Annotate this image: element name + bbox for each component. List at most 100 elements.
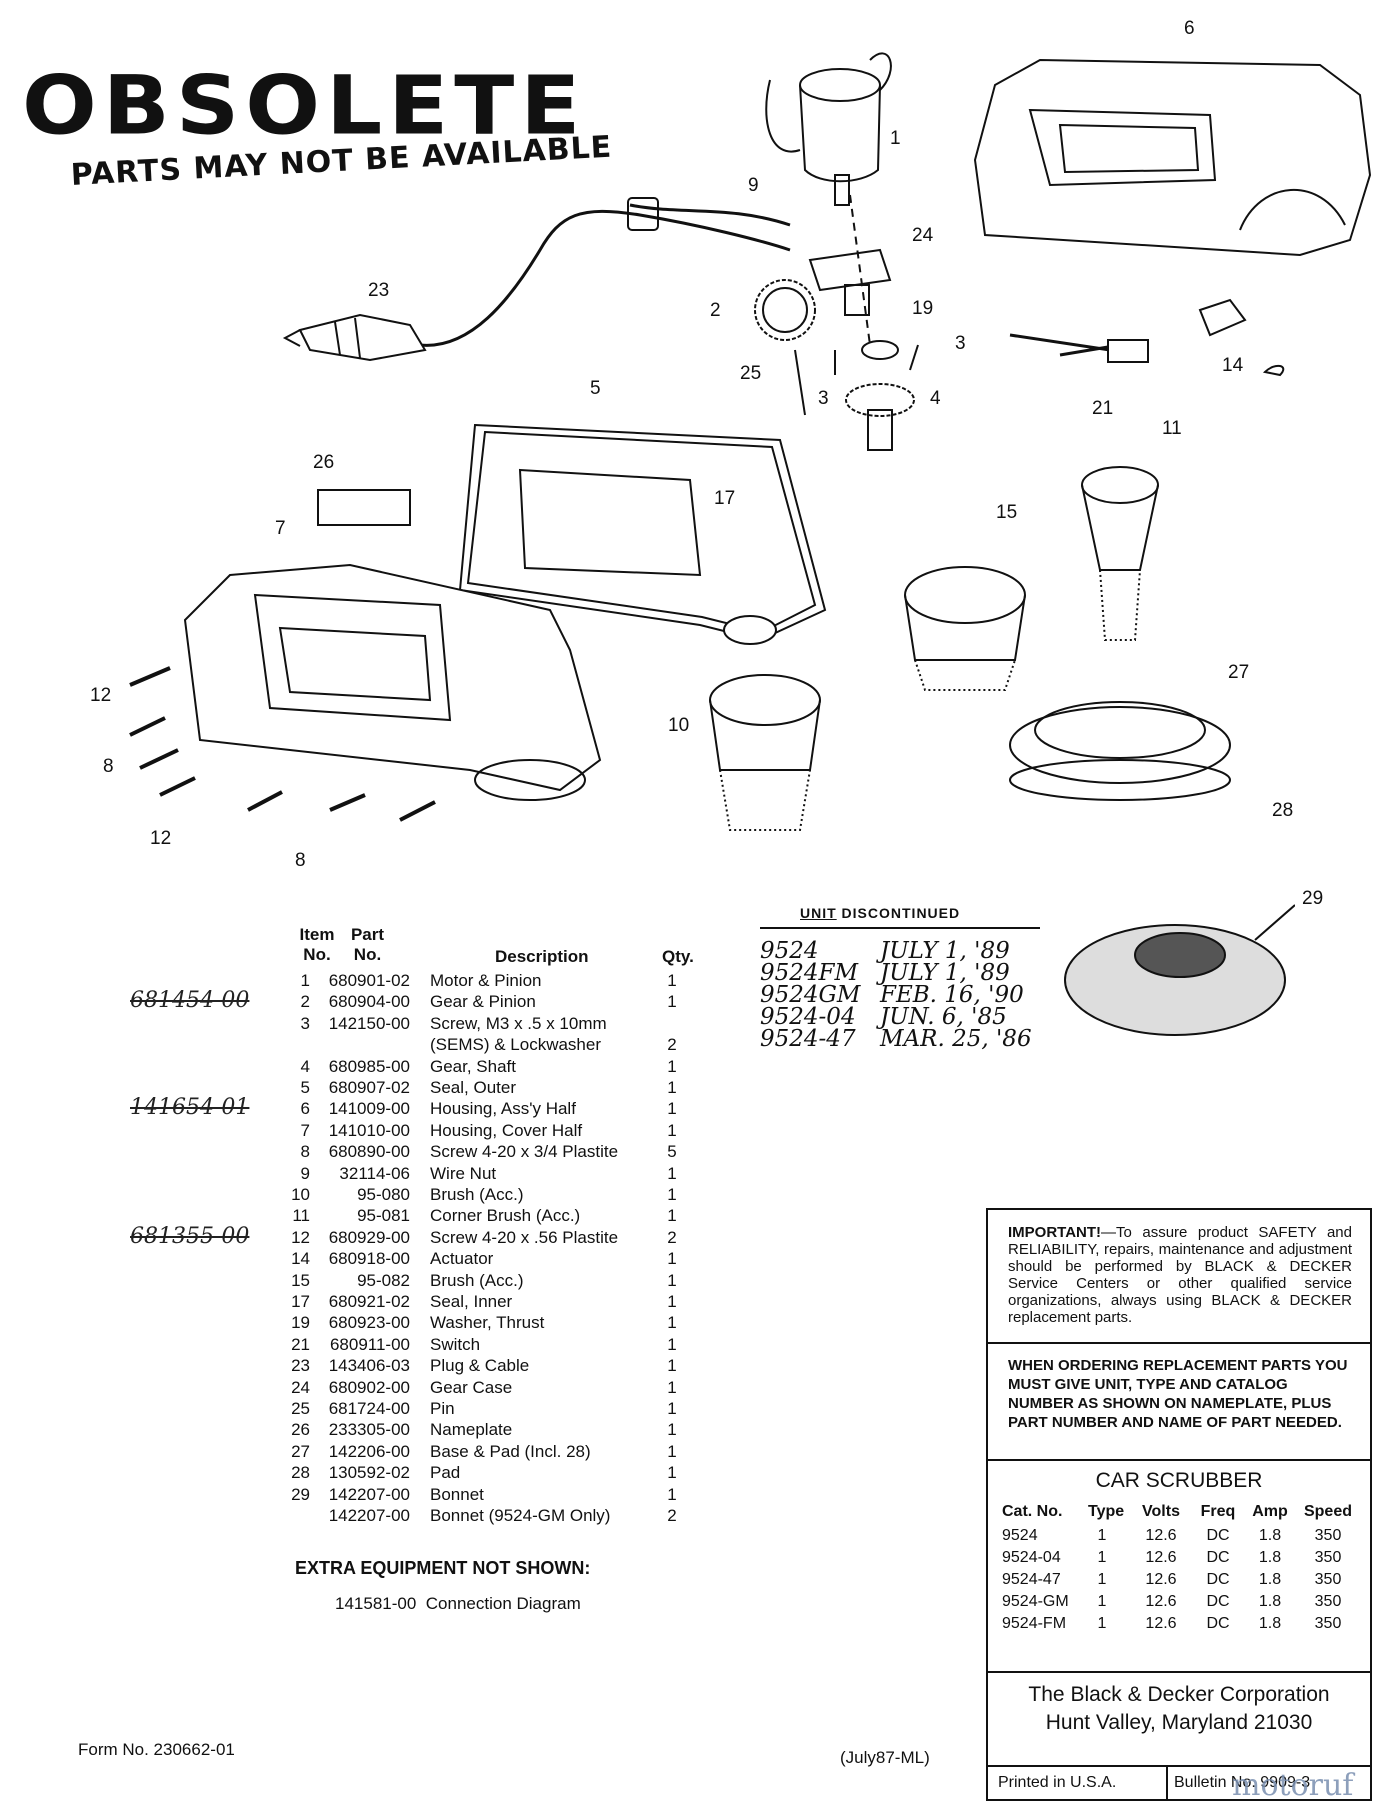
parts-item-no: 6: [300, 1099, 310, 1119]
corporation-box: The Black & Decker Corporation Hunt Vall…: [986, 1671, 1372, 1767]
parts-row: 3 142150-00 Screw, M3 x .5 x 10mm: [270, 1014, 710, 1036]
parts-description: (SEMS) & Lockwasher: [430, 1035, 601, 1055]
handwritten-replacement-part: 141654-01: [130, 1095, 250, 1121]
spec-speed: 350: [1314, 1549, 1342, 1566]
spec-volts: 12.6: [1145, 1549, 1177, 1566]
discontinued-date: JUN. 6, '85: [880, 1004, 1007, 1030]
plug-and-cable-drawing: [282, 197, 791, 362]
parts-qty: 1: [667, 1463, 677, 1483]
switch-drawing: [1009, 298, 1285, 377]
parts-description: Pin: [430, 1399, 455, 1418]
parts-item-no: 3: [300, 1013, 310, 1033]
parts-qty: 1: [667, 1399, 677, 1418]
parts-item-no: 11: [292, 1206, 310, 1226]
callout-15: 15: [996, 502, 1018, 523]
parts-part-no: 681724-00: [328, 1399, 410, 1418]
parts-item-no: 4: [300, 1056, 310, 1076]
callout-24: 24: [912, 225, 934, 246]
parts-item-no: 5: [300, 1078, 310, 1097]
spec-volts: 12.6: [1145, 1571, 1177, 1588]
parts-qty: 1: [667, 1099, 677, 1119]
corporation-name: The Black & Decker Corporation: [1028, 1683, 1330, 1706]
parts-item-no: 19: [291, 1313, 310, 1333]
spec-type: 1: [1097, 1615, 1107, 1632]
parts-qty: 1: [667, 1484, 677, 1504]
callout-12a: 12: [90, 685, 112, 706]
housing-half-drawing: [973, 58, 1372, 257]
callout-3b: 3: [818, 388, 829, 409]
important-lead: IMPORTANT!: [1008, 1224, 1102, 1241]
parts-part-no: 233305-00: [328, 1420, 410, 1440]
handwritten-replacement-part: 681454-00: [130, 988, 250, 1014]
parts-item-no: 15: [291, 1270, 310, 1290]
callout-28: 28: [1272, 800, 1294, 821]
callout-5: 5: [590, 378, 601, 399]
spec-header-speed: Speed: [1303, 1503, 1352, 1520]
parts-qty: 5: [667, 1142, 677, 1162]
header-part-no: Part No.: [350, 925, 385, 964]
parts-description: Bonnet: [430, 1484, 484, 1504]
spec-volts: 12.6: [1145, 1527, 1177, 1544]
parts-qty: 2: [667, 1506, 677, 1525]
callout-27: 27: [1228, 662, 1250, 683]
parts-part-no: 142150-00: [328, 1013, 410, 1033]
parts-part-no: 680923-00: [328, 1313, 410, 1333]
important-notice-box: IMPORTANT!—To assure product SAFETY and …: [986, 1208, 1372, 1344]
extra-equipment-item: 141581-00 Connection Diagram: [335, 1594, 581, 1614]
corporation-address: Hunt Valley, Maryland 21030: [1045, 1711, 1313, 1734]
parts-item-no: 27: [291, 1441, 310, 1461]
callout-14: 14: [1222, 355, 1244, 376]
spec-cat: 9524-FM: [1002, 1615, 1067, 1632]
parts-description: Corner Brush (Acc.): [430, 1206, 581, 1226]
parts-qty: 1: [667, 1249, 677, 1269]
parts-description: Gear Case: [430, 1377, 513, 1397]
brushes-drawing: [709, 466, 1231, 831]
spec-type: 1: [1097, 1549, 1107, 1566]
parts-item-no: 7: [300, 1120, 310, 1140]
parts-qty: 1: [667, 1313, 677, 1333]
bulletin-number: Bulletin No. 9909-3: [1174, 1774, 1311, 1791]
callout-2: 2: [710, 300, 721, 321]
spec-cat: 9524-GM: [1002, 1593, 1069, 1610]
parts-part-no: 680890-00: [328, 1142, 410, 1162]
parts-description: Screw 4-20 x .56 Plastite: [430, 1227, 619, 1247]
header-qty: Qty.: [662, 947, 694, 966]
spec-freq: DC: [1206, 1549, 1230, 1566]
parts-description: Brush (Acc.): [430, 1185, 524, 1204]
parts-qty: 1: [667, 1334, 677, 1354]
callout-4: 4: [930, 388, 941, 409]
parts-description: Gear, Shaft: [430, 1056, 516, 1076]
parts-description: Wire Nut: [430, 1163, 497, 1183]
spec-cat: 9524-47: [1002, 1571, 1061, 1588]
callout-21: 21: [1092, 398, 1114, 419]
spec-amp: 1.8: [1258, 1549, 1282, 1566]
spec-volts: 12.6: [1145, 1615, 1177, 1632]
parts-description: Brush (Acc.): [430, 1270, 524, 1290]
parts-item-no: 23: [291, 1356, 310, 1376]
spec-header-row: Cat. No. Type Volts Freq Amp Speed: [988, 1503, 1370, 1525]
parts-qty: 1: [667, 992, 677, 1012]
parts-part-no: 680911-00: [329, 1334, 410, 1354]
parts-qty: 1: [667, 1270, 677, 1290]
callout-12b: 12: [150, 828, 172, 849]
parts-description: Screw, M3 x .5 x 10mm: [430, 1013, 607, 1033]
parts-part-no: 141009-00: [328, 1099, 410, 1119]
spec-volts: 12.6: [1145, 1593, 1177, 1610]
callout-8b: 8: [295, 850, 306, 871]
nameplate-drawing: [317, 489, 411, 526]
car-scrubber-spec-box: CAR SCRUBBER Cat. No. Type Volts Freq Am…: [986, 1459, 1372, 1673]
parts-description: Motor & Pinion: [430, 971, 542, 990]
parts-description: Gear & Pinion: [430, 992, 536, 1012]
